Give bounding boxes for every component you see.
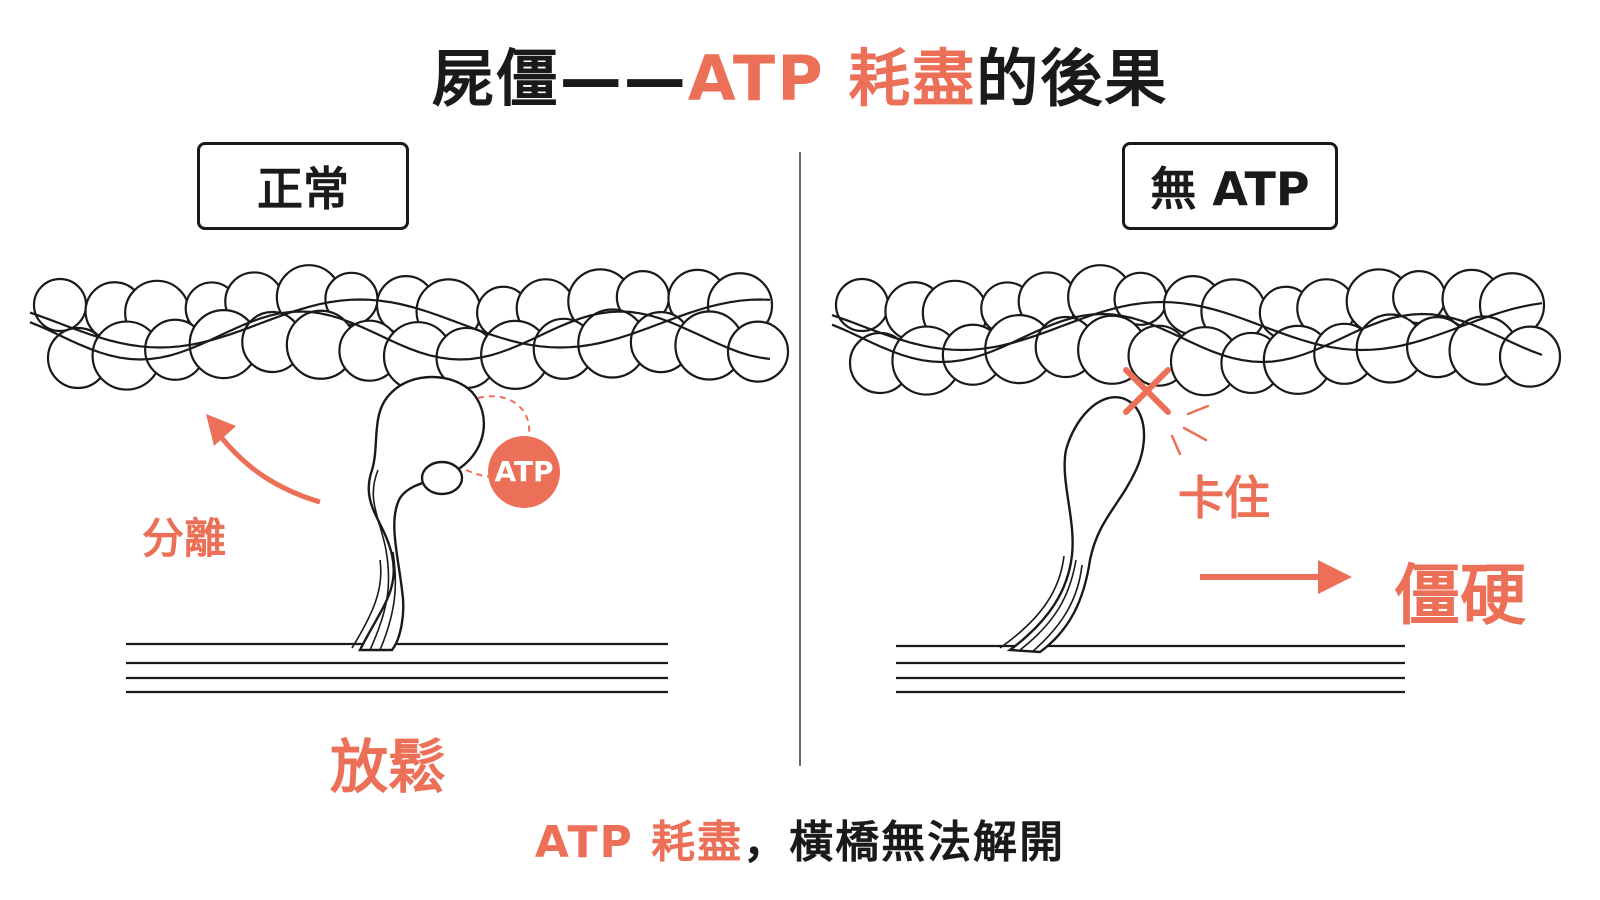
atp-molecule [488,436,560,508]
stuck-x-mark [1123,367,1171,415]
caption-part-1: ATP 耗盡 [534,817,744,868]
tropomyosin-strand [831,312,1543,364]
tropomyosin-strand [831,300,1543,352]
myosin-head-right [999,395,1146,654]
actin-bead [1498,325,1562,388]
stuck-label: 卡住 [1178,471,1270,525]
atp-connector [465,395,531,478]
normal-label: 正常 [257,162,349,216]
tropomyosin-strand [29,310,771,361]
myosin-thick-filament-right [896,644,1405,694]
separate-label: 分離 [142,514,227,563]
tropomyosin-strand [29,298,771,349]
title-part-3: 的後果 [976,42,1169,115]
myosin-head-left [351,375,486,652]
bottom-caption: ATP 耗盡，橫橋無法解開 [0,806,1600,870]
actin-bead [726,320,790,383]
page-title: 屍僵——ATP 耗盡的後果 [0,28,1600,118]
caption-part-2: ，橫橋無法解開 [743,817,1066,868]
stuck-burst [1170,404,1210,456]
no-atp-label-box: 無 ATP [1122,142,1338,230]
detach-arrow-head [206,414,236,446]
actin-bead [834,277,890,333]
actin-filament-left [29,264,790,392]
actin-filament-right [831,264,1562,397]
atp-text: ATP [494,455,554,488]
title-part-1: 屍僵—— [431,42,688,115]
detach-arrow [211,423,321,505]
no-atp-label: 無 ATP [1150,162,1310,216]
myosin-thick-filament-left [126,642,668,694]
relax-label: 放鬆 [330,733,447,801]
rigid-label: 僵硬 [1394,557,1526,634]
title-part-2: ATP 耗盡 [687,42,977,115]
rigid-arrow-head [1318,560,1352,594]
normal-label-box: 正常 [197,142,409,230]
